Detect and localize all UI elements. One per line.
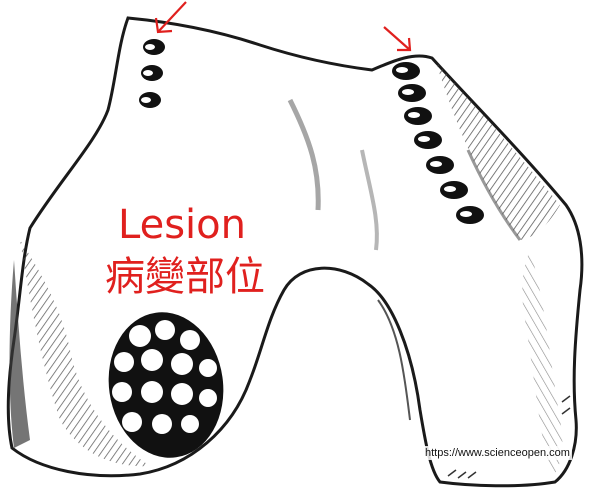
lesion-label-english: Lesion	[118, 202, 246, 248]
arrow-right-icon	[384, 27, 410, 50]
lesion-label-chinese: 病變部位	[105, 254, 265, 300]
source-url: https://www.scienceopen.com	[423, 446, 572, 460]
